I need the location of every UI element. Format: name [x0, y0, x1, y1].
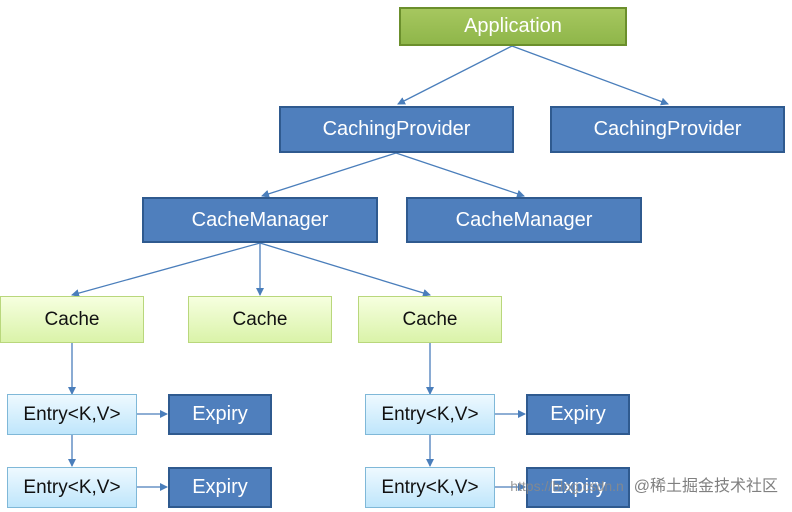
edge-manager-cache-1 — [71, 242, 261, 297]
watermark-brand: @稀土掘金技术社区 — [633, 478, 778, 495]
expiry-node-4: Expiry — [526, 467, 630, 508]
watermark-url: https://blog.csdn.n — [510, 478, 624, 494]
edge-provider-manager-2 — [395, 152, 525, 198]
edge-manager-cache-3 — [259, 242, 431, 297]
entry-node-3: Entry<K,V> — [365, 394, 495, 435]
cache-manager-node-2: CacheManager — [406, 197, 642, 243]
cache-node-3: Cache — [358, 296, 502, 343]
application-node: Application — [399, 7, 627, 46]
edge-app-provider-2 — [511, 45, 669, 106]
cache-manager-node-1: CacheManager — [142, 197, 378, 243]
caching-provider-node-2: CachingProvider — [550, 106, 785, 153]
edge-app-provider-1 — [397, 45, 513, 105]
entry-node-2: Entry<K,V> — [7, 467, 137, 508]
expiry-node-1: Expiry — [168, 394, 272, 435]
expiry-node-2: Expiry — [168, 467, 272, 508]
caching-provider-node-1: CachingProvider — [279, 106, 514, 153]
watermark: https://blog.csdn.n @稀土掘金技术社区 — [510, 472, 778, 496]
expiry-node-3: Expiry — [526, 394, 630, 435]
entry-node-1: Entry<K,V> — [7, 394, 137, 435]
entry-node-4: Entry<K,V> — [365, 467, 495, 508]
cache-node-2: Cache — [188, 296, 332, 343]
cache-node-1: Cache — [0, 296, 144, 343]
edge-provider-manager-1 — [261, 152, 397, 198]
